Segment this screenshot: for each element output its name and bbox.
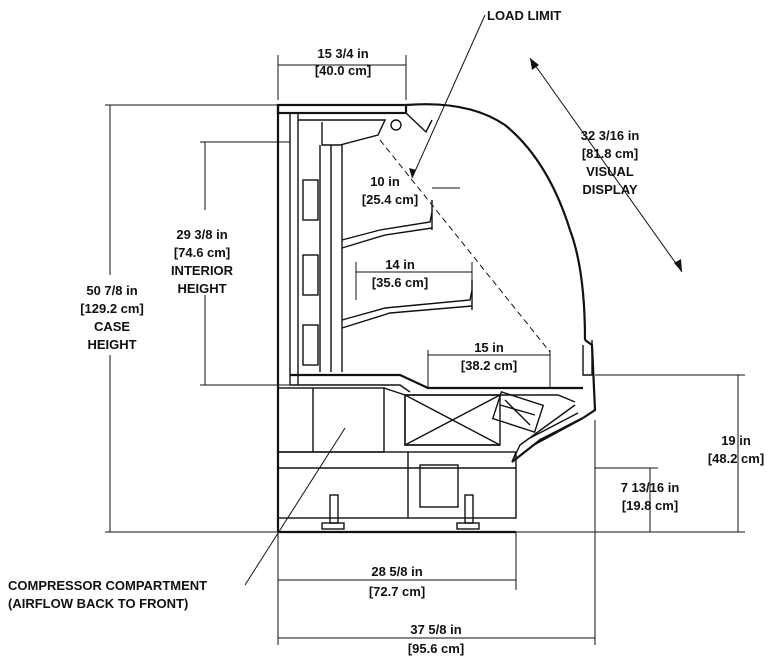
shelf-top-label-in: 10 in bbox=[370, 174, 400, 189]
dimension-lines bbox=[105, 14, 745, 645]
visual-display-label-cm: [81.8 cm] bbox=[582, 146, 638, 161]
case-height-label-case: CASE bbox=[94, 319, 130, 334]
visual-display-label-visual: VISUAL bbox=[586, 164, 634, 179]
bumper-height-label-in: 7 13/16 in bbox=[621, 480, 680, 495]
visual-display-label-in: 32 3/16 in bbox=[581, 128, 640, 143]
case-height-label-cm: [129.2 cm] bbox=[80, 301, 144, 316]
base-depth-label-cm: [72.7 cm] bbox=[369, 584, 425, 599]
compressor-label: COMPRESSOR COMPARTMENT bbox=[8, 578, 207, 593]
load-limit-label: LOAD LIMIT bbox=[487, 8, 561, 23]
top-depth-label-in: 15 3/4 in bbox=[317, 46, 368, 61]
base-depth-label-in: 28 5/8 in bbox=[371, 564, 422, 579]
bumper-height-label-cm: [19.8 cm] bbox=[622, 498, 678, 513]
visual-display-label-display: DISPLAY bbox=[582, 182, 637, 197]
case-height-label-in: 50 7/8 in bbox=[86, 283, 137, 298]
interior-height-label-in: 29 3/8 in bbox=[176, 227, 227, 242]
front-height-label-cm: [48.2 cm] bbox=[708, 451, 764, 466]
interior-height-label-height: HEIGHT bbox=[177, 281, 226, 296]
interior-height-label-interior: INTERIOR bbox=[171, 263, 234, 278]
shelf-top-label-cm: [25.4 cm] bbox=[362, 192, 418, 207]
airflow-label: (AIRFLOW BACK TO FRONT) bbox=[8, 596, 188, 611]
load-limit-line bbox=[379, 139, 551, 353]
case-body bbox=[276, 103, 597, 534]
front-height-label-in: 19 in bbox=[721, 433, 751, 448]
case-height-label-height: HEIGHT bbox=[87, 337, 136, 352]
shelf-middle-label-cm: [35.6 cm] bbox=[372, 275, 428, 290]
interior-height-label-cm: [74.6 cm] bbox=[174, 245, 230, 260]
overall-depth-label-in: 37 5/8 in bbox=[410, 622, 461, 637]
shelf-middle-label-in: 14 in bbox=[385, 257, 415, 272]
deck-depth-label-in: 15 in bbox=[474, 340, 504, 355]
overall-depth-label-cm: [95.6 cm] bbox=[408, 641, 464, 656]
fan-icon bbox=[491, 391, 545, 433]
deck-depth-label-cm: [38.2 cm] bbox=[461, 358, 517, 373]
top-depth-label-cm: [40.0 cm] bbox=[315, 63, 371, 78]
